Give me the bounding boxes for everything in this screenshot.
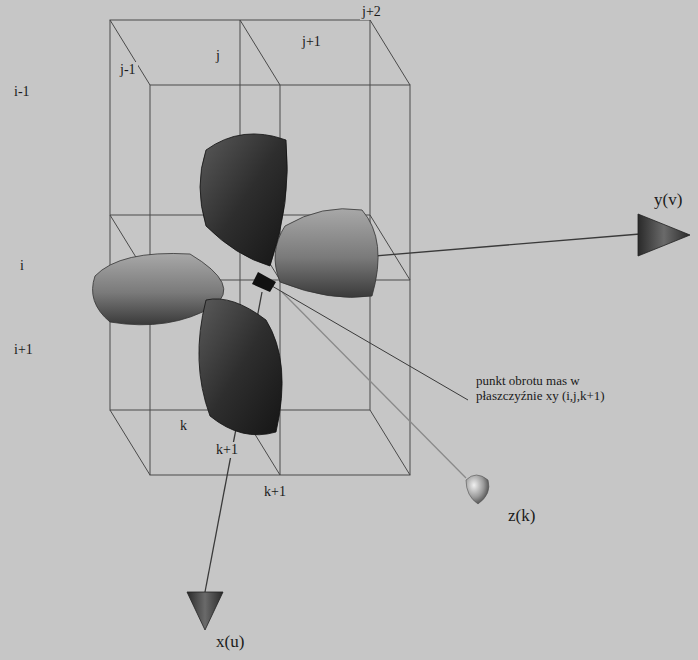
axis-label: z(k): [506, 506, 537, 526]
grid-lines: [110, 20, 410, 475]
row-index: i: [18, 258, 26, 274]
leader-line: [272, 286, 468, 400]
mass-lobes: [93, 134, 379, 435]
column-index: j-1: [118, 62, 138, 78]
axis-label: y(v): [652, 190, 684, 210]
column-index: j: [214, 48, 222, 64]
column-index: j+2: [360, 4, 383, 20]
depth-index: k+1: [262, 484, 288, 500]
row-index: i+1: [12, 342, 35, 358]
callout-note: punkt obrotu mas w płaszczyźnie xy (i,j,…: [474, 374, 648, 404]
depth-index: k+1: [214, 442, 240, 458]
axis-label: x(u): [214, 632, 246, 652]
row-index: i-1: [12, 84, 32, 100]
depth-index: k: [178, 418, 189, 434]
column-index: j+1: [300, 34, 323, 50]
axes: [187, 214, 690, 630]
